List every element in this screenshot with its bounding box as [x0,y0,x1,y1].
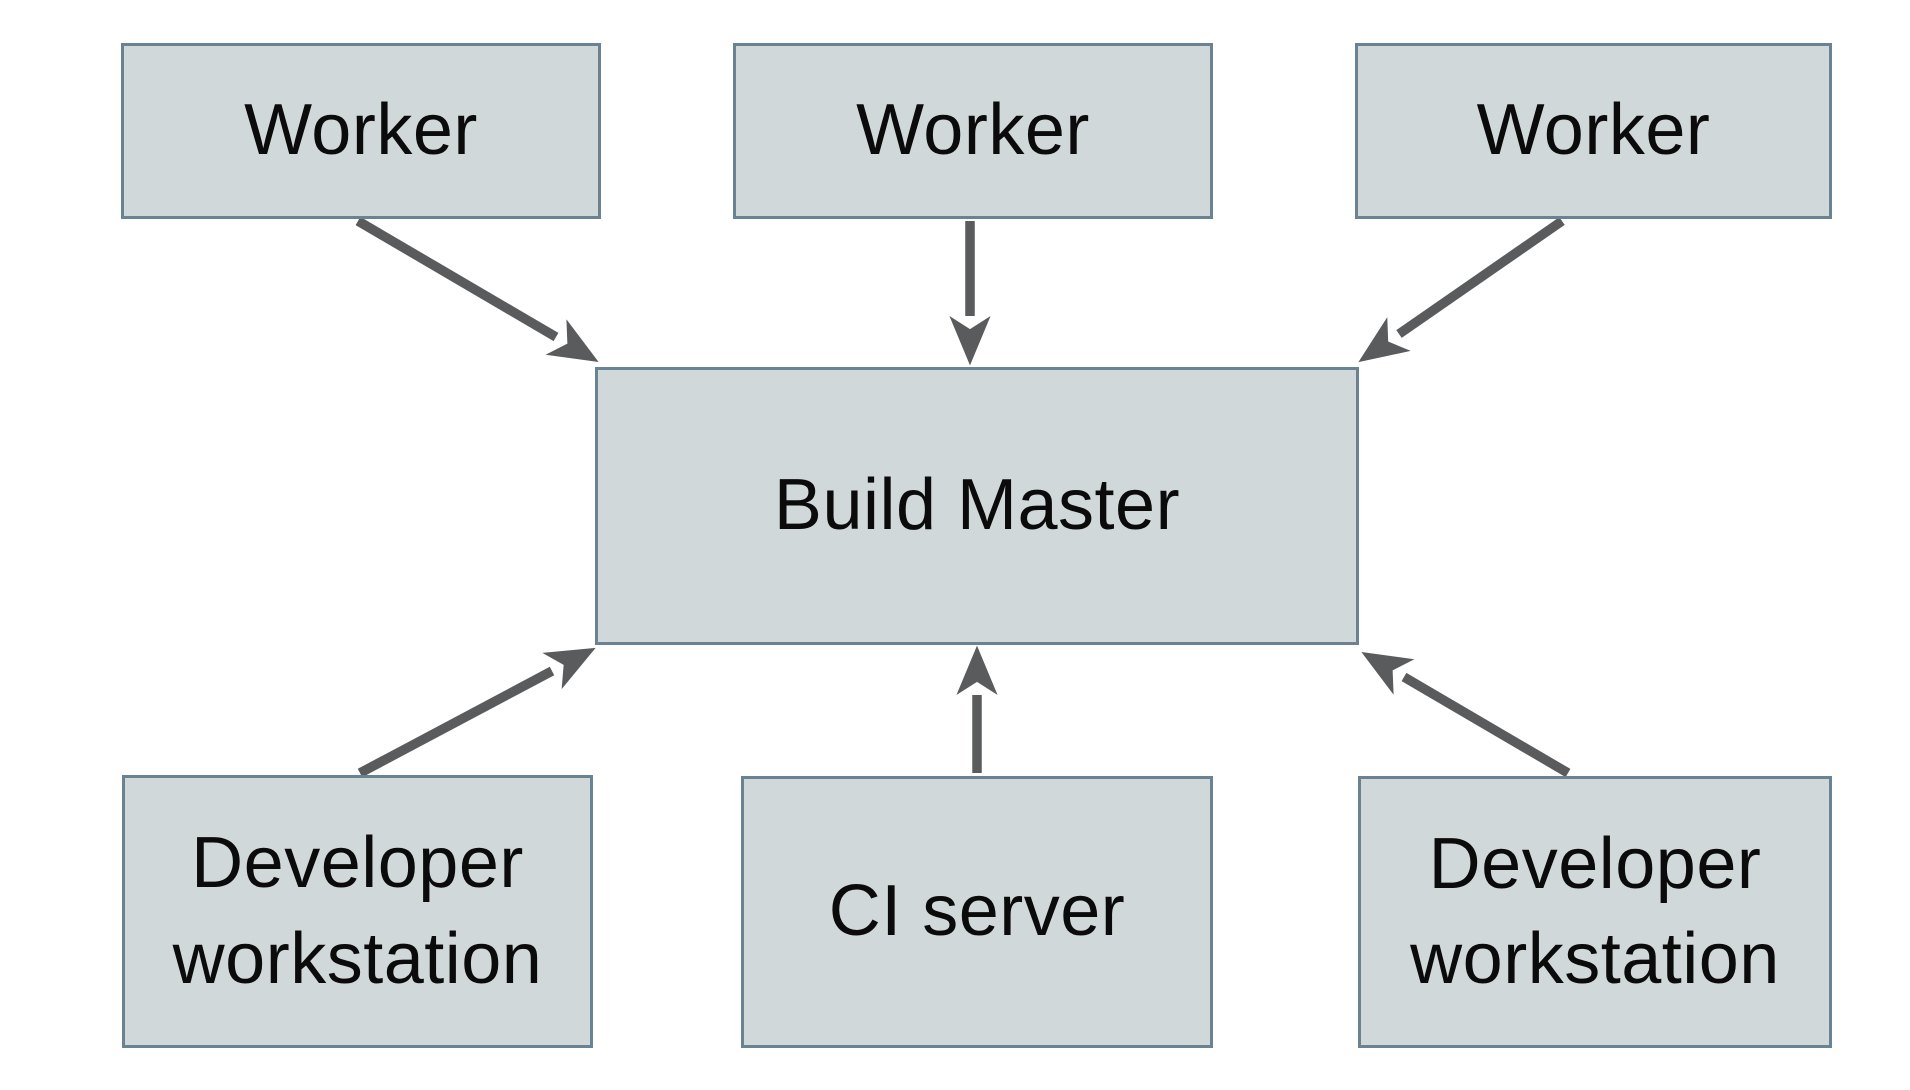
node-worker-1-label: Worker [244,90,478,171]
node-ci-server-label: CI server [828,871,1126,952]
node-worker-1: Worker [121,43,601,219]
arrow-worker-1-to-build-master [355,216,599,362]
node-developer-workstation-right-label: Developer workstation [1410,823,1780,999]
node-worker-3: Worker [1355,43,1832,219]
node-worker-2-label: Worker [856,90,1090,171]
node-developer-workstation-left: Developer workstation [122,775,593,1048]
node-worker-2: Worker [733,43,1213,219]
node-developer-workstation-right: Developer workstation [1358,776,1832,1048]
arrow-developer-workstation-right-to-build-master [1361,652,1571,778]
node-developer-workstation-left-label: Developer workstation [172,823,543,999]
node-worker-3-label: Worker [1476,90,1711,171]
arrow-worker-3-to-build-master [1358,217,1565,363]
node-ci-server: CI server [741,776,1213,1048]
node-build-master-label: Build Master [773,465,1181,546]
arrow-developer-workstation-left-to-build-master [357,647,596,778]
node-build-master: Build Master [595,367,1359,645]
